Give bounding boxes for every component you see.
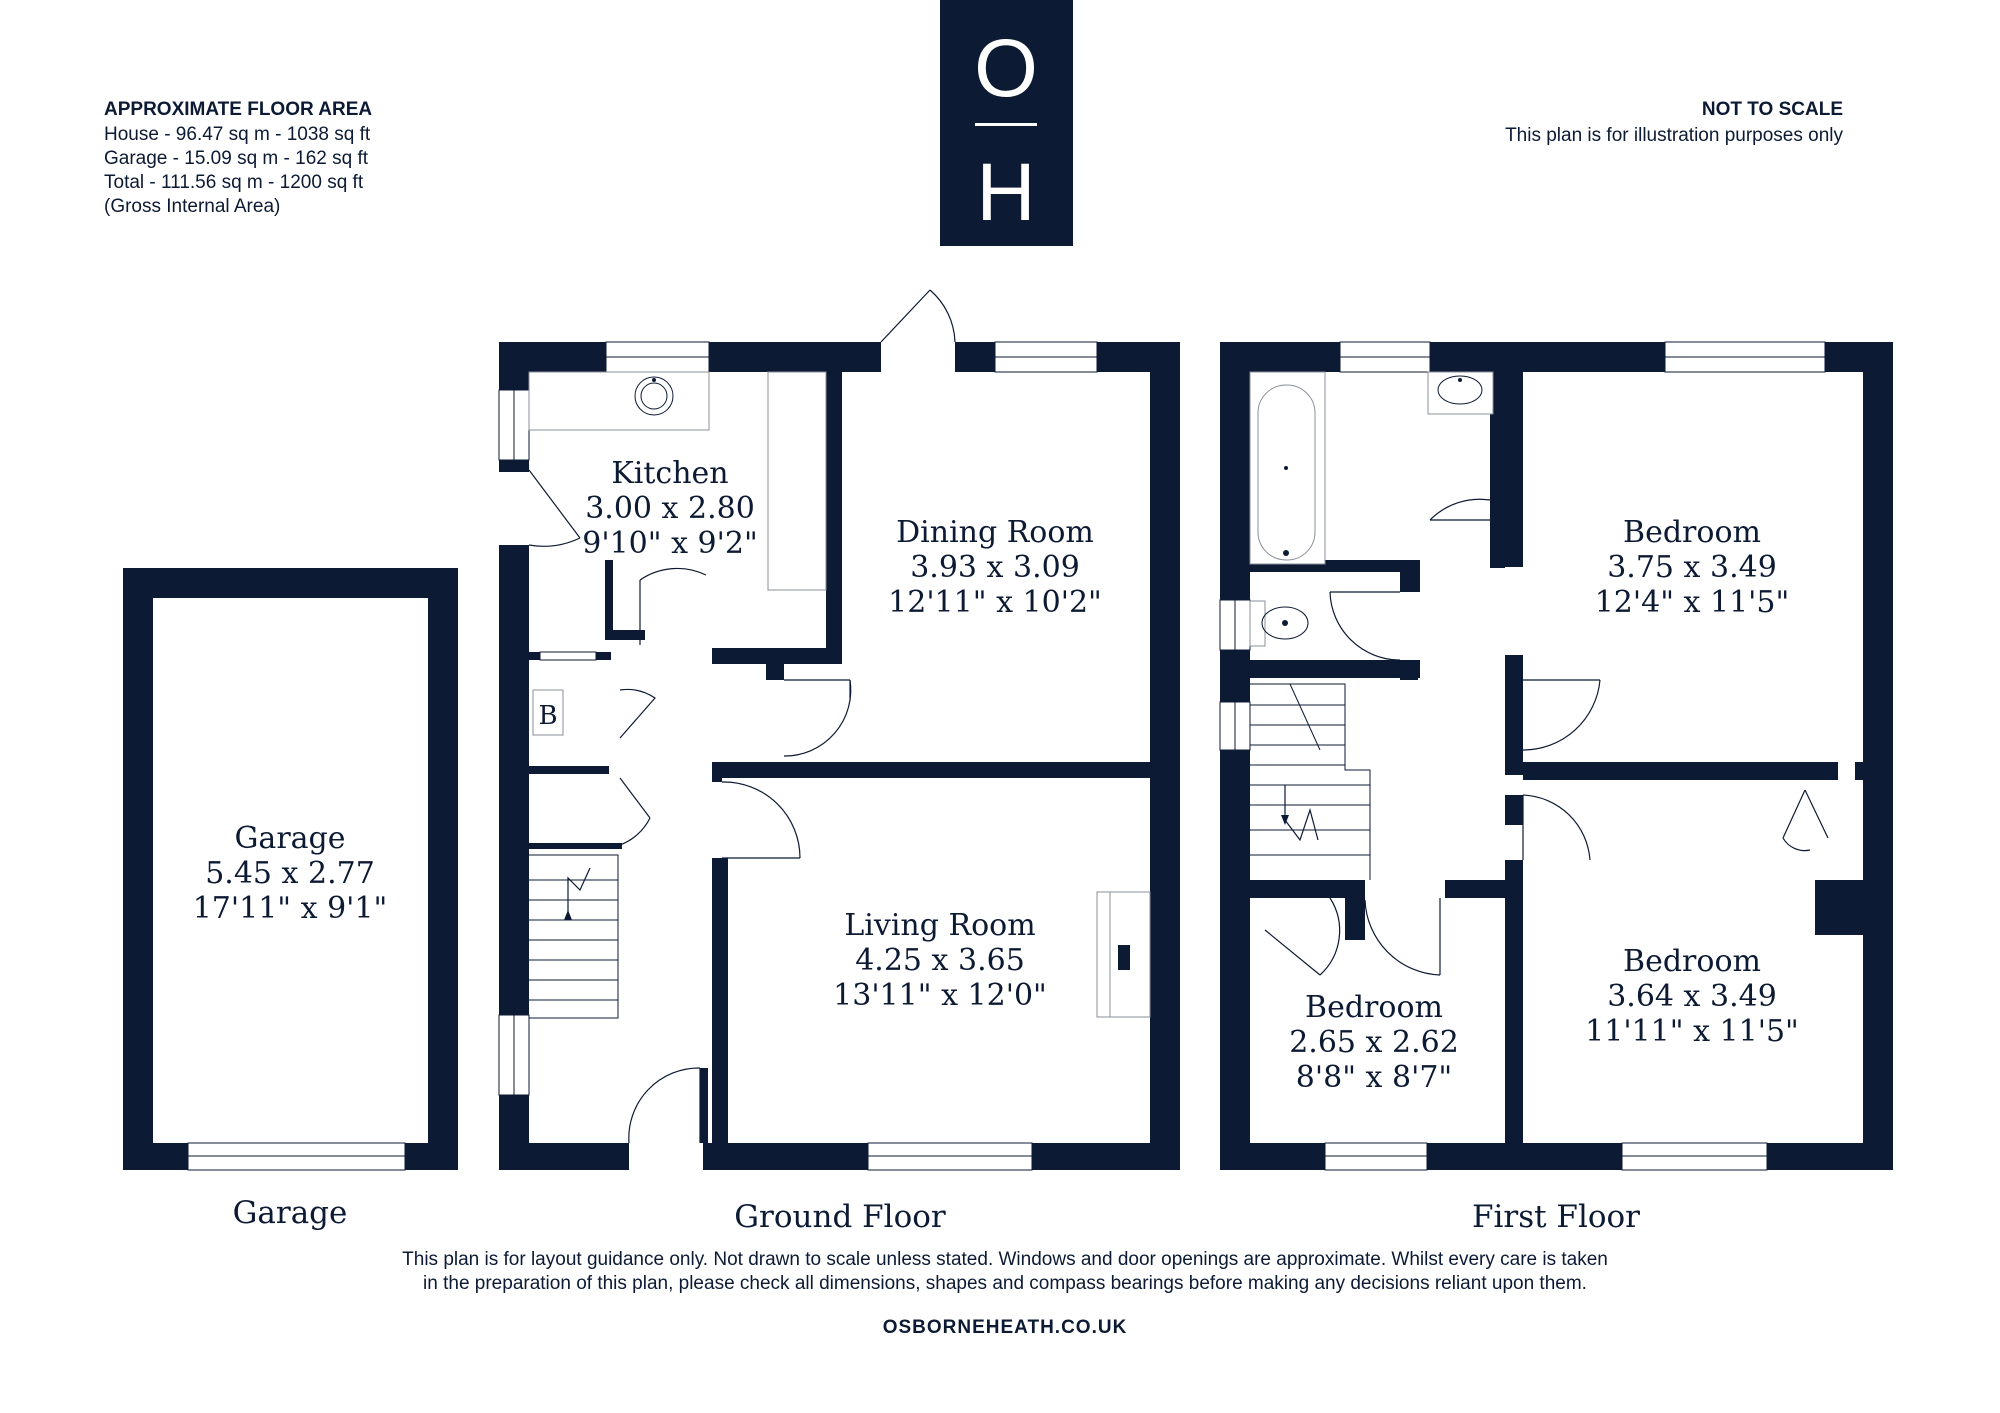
- floor-title-ground: Ground Floor: [734, 1199, 946, 1235]
- garage-room-label: Garage 5.45 x 2.77 17'11" x 9'1": [193, 821, 388, 926]
- room-imperial: 17'11" x 9'1": [193, 891, 388, 926]
- room-imperial: 11'11" x 11'5": [1585, 1014, 1799, 1049]
- logo: O H: [940, 0, 1073, 246]
- floor-title-garage: Garage: [233, 1195, 348, 1231]
- scale-title: NOT TO SCALE: [1702, 99, 1843, 120]
- room-imperial: 13'11" x 12'0": [833, 978, 1047, 1013]
- area-line-garage: Garage - 15.09 sq m - 162 sq ft: [104, 148, 369, 169]
- room-imperial: 8'8" x 8'7": [1296, 1060, 1452, 1095]
- room-metric: 3.00 x 2.80: [585, 491, 755, 526]
- disclaimer-line-1: This plan is for layout guidance only. N…: [402, 1249, 1608, 1270]
- room-imperial: 12'11" x 10'2": [888, 585, 1102, 620]
- logo-letter-o: O: [974, 23, 1038, 114]
- room-metric: 3.75 x 3.49: [1607, 550, 1777, 585]
- room-metric: 3.93 x 3.09: [910, 550, 1080, 585]
- bedroom-3-label: Bedroom 2.65 x 2.62 8'8" x 8'7": [1289, 990, 1459, 1095]
- room-name: Bedroom: [1623, 944, 1761, 979]
- floor-title-first: First Floor: [1472, 1199, 1640, 1235]
- scale-text: This plan is for illustration purposes o…: [1505, 125, 1843, 146]
- room-name: Kitchen: [611, 456, 728, 491]
- area-title: APPROXIMATE FLOOR AREA: [104, 99, 372, 120]
- website-link[interactable]: OSBORNEHEATH.CO.UK: [883, 1317, 1128, 1338]
- ground-floor-plan: B: [498, 289, 1180, 1171]
- logo-letter-h: H: [976, 147, 1035, 238]
- garage-plan: [123, 568, 458, 1171]
- room-imperial: 9'10" x 9'2": [582, 526, 758, 561]
- room-metric: 5.45 x 2.77: [205, 856, 375, 891]
- room-name: Living Room: [844, 908, 1035, 943]
- room-metric: 3.64 x 3.49: [1607, 979, 1777, 1014]
- area-line-house: House - 96.47 sq m - 1038 sq ft: [104, 124, 371, 145]
- bedroom-1-label: Bedroom 3.75 x 3.49 12'4" x 11'5": [1595, 515, 1790, 620]
- bedroom-2-label: Bedroom 3.64 x 3.49 11'11" x 11'5": [1585, 944, 1799, 1049]
- dining-room-label: Dining Room 3.93 x 3.09 12'11" x 10'2": [888, 515, 1102, 620]
- room-metric: 4.25 x 3.65: [855, 943, 1025, 978]
- area-line-gia: (Gross Internal Area): [104, 196, 280, 217]
- area-line-total: Total - 111.56 sq m - 1200 sq ft: [104, 172, 364, 193]
- room-name: Bedroom: [1623, 515, 1761, 550]
- room-name: Garage: [234, 821, 345, 856]
- first-floor-plan: [1219, 341, 1893, 1171]
- room-name: Bedroom: [1305, 990, 1443, 1025]
- scale-note: NOT TO SCALE This plan is for illustrati…: [1505, 99, 1843, 146]
- kitchen-room-label: Kitchen 3.00 x 2.80 9'10" x 9'2": [582, 456, 758, 561]
- room-name: Dining Room: [896, 515, 1094, 550]
- room-imperial: 12'4" x 11'5": [1595, 585, 1790, 620]
- living-room-label: Living Room 4.25 x 3.65 13'11" x 12'0": [833, 908, 1047, 1013]
- room-metric: 2.65 x 2.62: [1289, 1025, 1459, 1060]
- area-summary: APPROXIMATE FLOOR AREA House - 96.47 sq …: [104, 99, 372, 217]
- disclaimer-line-2: in the preparation of this plan, please …: [423, 1273, 1587, 1294]
- boiler-label: B: [538, 701, 557, 731]
